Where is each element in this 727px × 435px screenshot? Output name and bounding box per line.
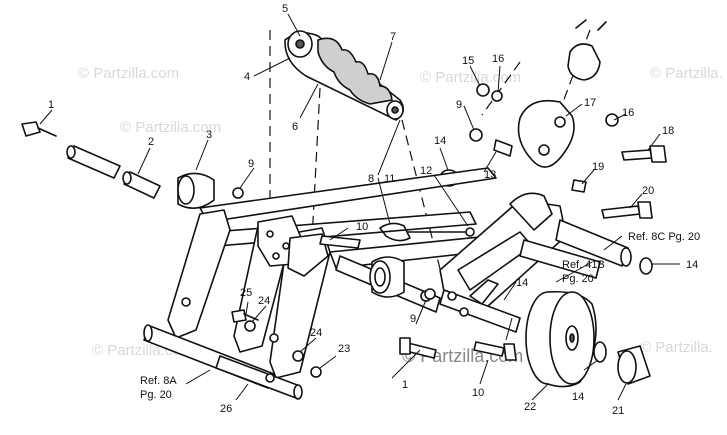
callout-10-bottom: 10 — [472, 387, 484, 399]
callout-19: 19 — [592, 161, 604, 173]
callout-20: 20 — [642, 185, 654, 197]
watermark-top-right: © Partzilla. — [650, 65, 723, 82]
callout-23: 23 — [338, 343, 350, 355]
callout-labels: 1 2 3 4 5 6 7 8 9 9 10 10 11 12 13 14 14… — [48, 3, 698, 417]
upper-bracket — [439, 19, 619, 193]
ref-41b-note-line1: Ref. 41B — [562, 259, 605, 271]
callout-11: 11 — [384, 173, 395, 185]
callout-14-mid: 14 — [516, 277, 528, 289]
reference-notes: Ref. 8C Pg. 20 Ref. 41B Pg. 20 Ref. 8A P… — [140, 231, 700, 401]
shock-absorber — [284, 30, 404, 121]
watermark-top-center: © Partzilla.com — [420, 69, 521, 86]
callout-9-top: 9 — [456, 99, 462, 111]
callout-4: 4 — [244, 71, 250, 83]
callout-24-bottom: 24 — [310, 327, 322, 339]
callout-18: 18 — [662, 125, 674, 137]
callout-3: 3 — [206, 129, 212, 141]
callout-17: 17 — [584, 97, 596, 109]
callout-1-bottom: 1 — [402, 379, 408, 391]
callout-9-bottom: 9 — [410, 313, 416, 325]
callout-16-right: 16 — [622, 107, 634, 119]
callout-13: 13 — [484, 169, 496, 181]
callout-24-top: 24 — [258, 295, 270, 307]
callout-1: 1 — [48, 99, 54, 111]
callout-6: 6 — [292, 121, 298, 133]
callout-16-top: 16 — [492, 53, 504, 65]
callout-26: 26 — [220, 403, 232, 415]
callout-9-left: 9 — [248, 158, 254, 170]
watermark-top-left: © Partzilla.com — [78, 65, 179, 82]
callout-7: 7 — [390, 31, 396, 43]
idler-wheel — [399, 257, 653, 388]
callout-8: 8 — [368, 173, 374, 185]
callout-14-top: 14 — [434, 135, 446, 147]
spring-link — [319, 222, 475, 249]
callout-21: 21 — [612, 405, 624, 417]
left-pivot-parts — [21, 121, 244, 209]
ref-8a-note-line2: Pg. 20 — [140, 389, 172, 401]
ref-8c-note: Ref. 8C Pg. 20 — [628, 231, 700, 243]
callout-22: 22 — [524, 401, 536, 413]
callout-10-center: 10 — [356, 221, 368, 233]
callout-14-bottom: 14 — [572, 391, 584, 403]
callout-14-right: 14 — [686, 259, 698, 271]
ref-41b-note-line2: Pg. 20 — [562, 273, 594, 285]
callout-15: 15 — [462, 55, 474, 67]
front-arm-assembly — [143, 167, 632, 400]
leader-lines — [39, 13, 680, 401]
callout-5: 5 — [282, 3, 288, 15]
callout-25: 25 — [240, 287, 252, 299]
watermark-bottom-right: © Partzilla. — [640, 339, 713, 356]
callout-2: 2 — [148, 136, 154, 148]
ref-8a-note-line1: Ref. 8A — [140, 375, 177, 387]
small-fasteners — [231, 288, 436, 378]
alignment-lines — [269, 29, 591, 301]
callout-12: 12 — [420, 165, 432, 177]
watermark-mid-left: © Partzilla.com — [120, 119, 221, 136]
right-bolts — [601, 145, 667, 219]
